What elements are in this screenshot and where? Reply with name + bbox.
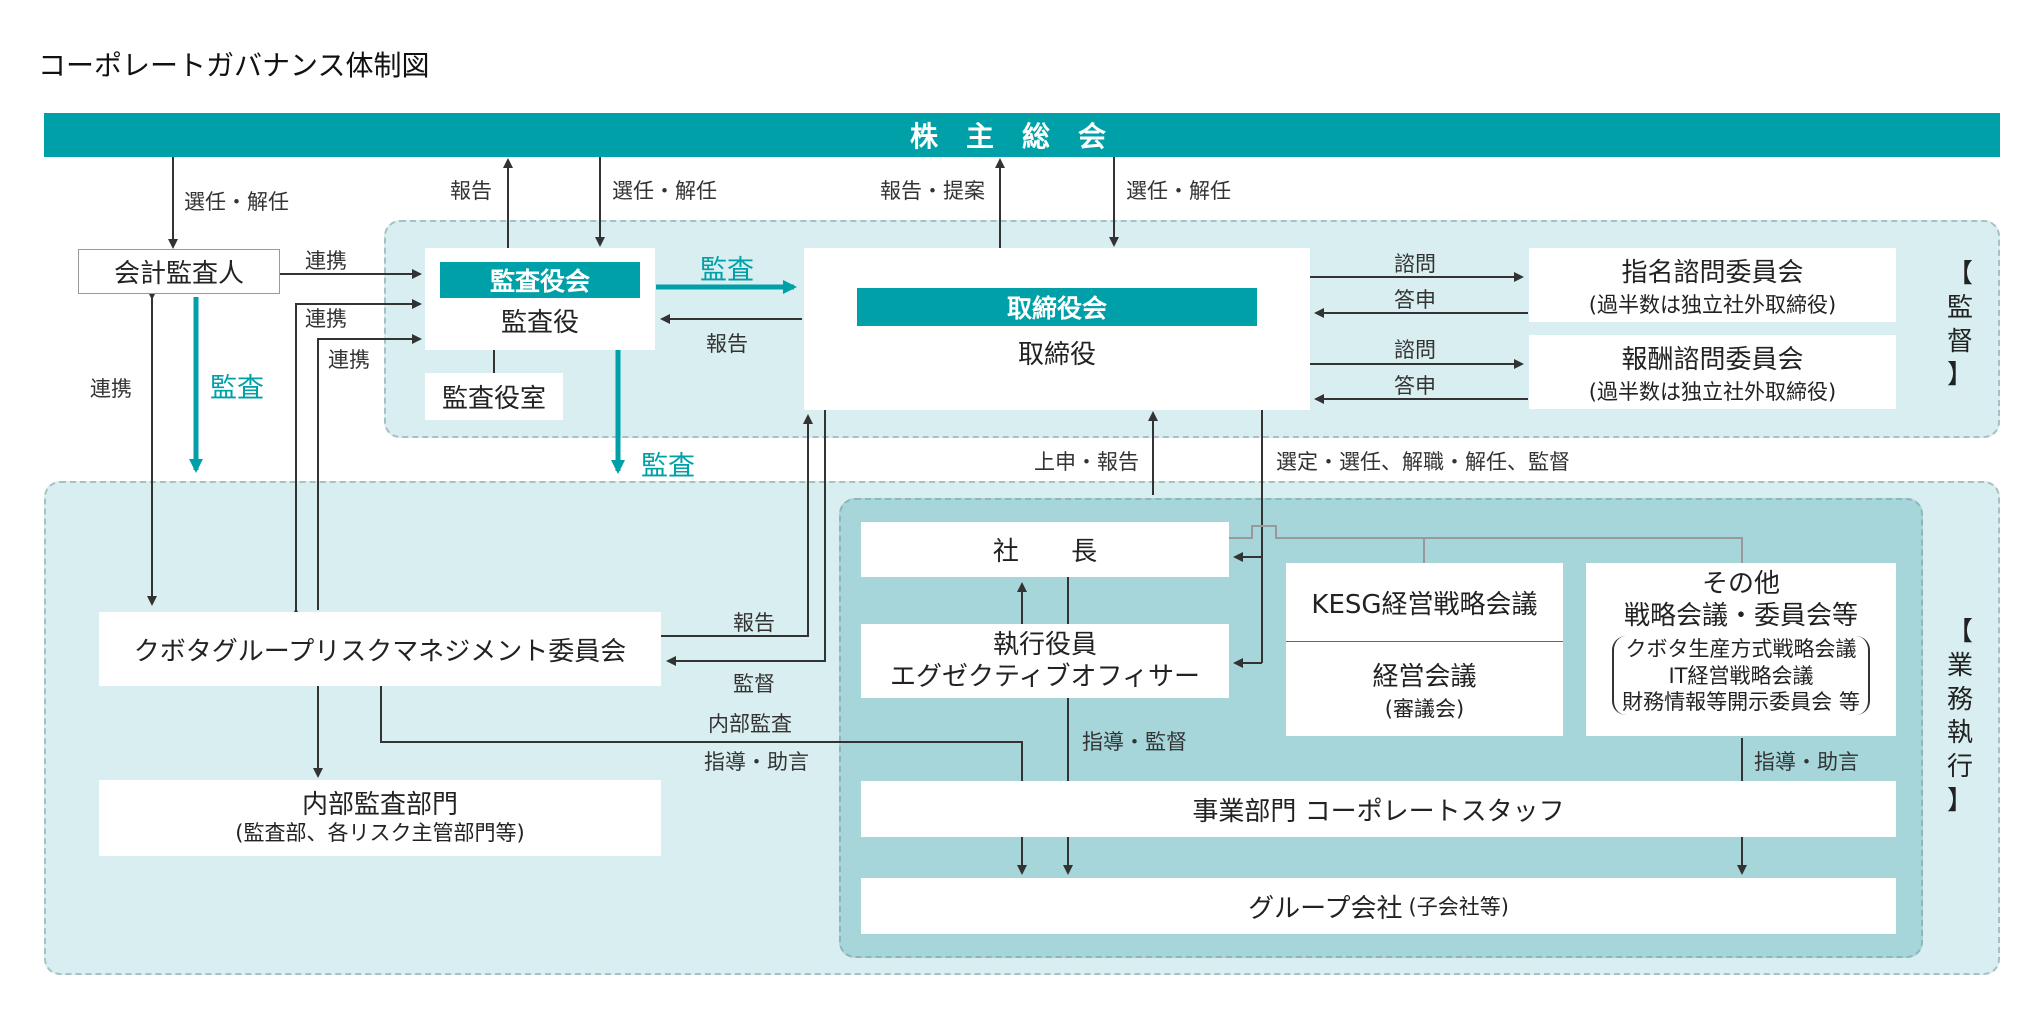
- nomination-note: (過半数は独立社外取締役): [1588, 292, 1837, 317]
- others-sub1: クボタ生産方式戦略会議: [1625, 637, 1857, 662]
- others-sub3: 財務情報等開示委員会 等: [1622, 689, 1860, 714]
- supervision-side-char: 【: [1946, 259, 1973, 289]
- executive-officer-box: 執行役員 エグゼクティブオフィサー: [861, 624, 1229, 698]
- execution-side-char: 【: [1946, 617, 1973, 647]
- execution-side-label: 【 業 務 執 行 】: [1940, 616, 1980, 819]
- board-member: 取締役: [1017, 340, 1096, 370]
- others-line2: 戦略会議・委員会等: [1623, 600, 1858, 631]
- appoint-dismiss-label-1: 選任・解任: [184, 190, 289, 214]
- consult-label-2: 諮問: [1394, 338, 1436, 362]
- appoint-dismiss-label-2: 選任・解任: [612, 179, 717, 203]
- executive-line2: エグゼクティブオフィサー: [890, 662, 1200, 692]
- accounting-auditor-box: 会計監査人: [78, 249, 280, 294]
- execution-side-char: 】: [1946, 785, 1973, 816]
- report-proposal-label: 報告・提案: [880, 179, 985, 203]
- audit-office-box: 監査役室: [425, 373, 563, 420]
- nomination-committee-box: 指名諮問委員会 (過半数は独立社外取締役): [1529, 248, 1896, 322]
- group-companies-note: (子会社等): [1408, 895, 1509, 919]
- internal-audit-box: 内部監査部門 (監査部、各リスク主管部門等): [99, 780, 661, 856]
- select-appoint-label: 選定・選任、解職・解任、監督: [1276, 450, 1570, 474]
- internal-audit-connector-label: 内部監査: [708, 712, 792, 736]
- coop-label-3: 連携: [328, 348, 370, 372]
- coop-label-2: 連携: [305, 307, 347, 331]
- audit-label-2: 監査: [700, 255, 754, 286]
- others-sublist: クボタ生産方式戦略会議 IT経営戦略会議 財務情報等開示委員会 等: [1612, 636, 1870, 716]
- president-box: 社 長: [861, 522, 1229, 577]
- business-units-box: 事業部門 コーポレートスタッフ: [861, 781, 1896, 837]
- report-label-1: 報告: [450, 179, 492, 203]
- group-companies-label: グループ会社: [1248, 893, 1403, 924]
- report-label-3: 報告: [733, 611, 775, 635]
- execution-side-char: 行: [1946, 752, 1973, 783]
- management-meeting-label: 経営会議: [1372, 662, 1477, 692]
- internal-audit-note: (監査部、各リスク主管部門等): [235, 821, 525, 845]
- guidance-advice-label-2: 指導・助言: [1754, 750, 1859, 774]
- internal-audit-label: 内部監査部門: [301, 789, 458, 820]
- compensation-note: (過半数は独立社外取締役): [1588, 379, 1837, 404]
- others-sub2: IT経営戦略会議: [1668, 663, 1814, 688]
- audit-board-box: 監査役会 監査役: [425, 248, 655, 350]
- other-meetings-box: その他 戦略会議・委員会等 クボタ生産方式戦略会議 IT経営戦略会議 財務情報等…: [1586, 563, 1896, 736]
- execution-side-char: 執: [1946, 718, 1973, 749]
- nomination-committee-label: 指名諮問委員会: [1621, 257, 1804, 288]
- page-title: コーポレートガバナンス体制図: [38, 49, 430, 82]
- risk-committee-box: クボタグループリスクマネジメント委員会: [99, 612, 661, 686]
- audit-label-1: 監査: [210, 373, 264, 404]
- board-header: 取締役会: [857, 288, 1257, 326]
- audit-board-member: 監査役: [500, 308, 579, 338]
- accounting-auditor-label: 会計監査人: [113, 259, 244, 289]
- kesg-box: KESG経営戦略会議 経営会議 (審議会): [1286, 563, 1563, 736]
- business-units-label: 事業部門 コーポレートスタッフ: [1192, 796, 1565, 827]
- consult-label-1: 諮問: [1394, 252, 1436, 276]
- others-line1: その他: [1701, 569, 1780, 599]
- audit-label-3: 監査: [641, 451, 695, 482]
- supervision-side-char: 監: [1946, 292, 1973, 323]
- compensation-committee-label: 報酬諮問委員会: [1621, 344, 1804, 375]
- execution-side-char: 業: [1946, 650, 1973, 681]
- report-label-2: 報告: [706, 332, 748, 356]
- kesg-divider: [1286, 641, 1563, 642]
- executive-line1: 執行役員: [992, 629, 1097, 660]
- guidance-supervise-label: 指導・監督: [1082, 730, 1187, 754]
- coop-label-1: 連携: [305, 249, 347, 273]
- kesg-label: KESG経営戦略会議: [1311, 589, 1538, 620]
- board-box: 取締役会 取締役: [804, 248, 1310, 410]
- risk-committee-label: クボタグループリスクマネジメント委員会: [133, 636, 627, 667]
- supervision-side-char: 】: [1946, 360, 1973, 391]
- audit-board-header: 監査役会: [440, 262, 640, 298]
- coop-label-4: 連携: [90, 377, 132, 401]
- supervise-label-1: 監督: [733, 672, 775, 696]
- supervision-side-label: 【 監 督 】: [1940, 258, 1980, 393]
- reply-label-1: 答申: [1394, 288, 1436, 312]
- management-note: (審議会): [1384, 697, 1465, 721]
- compensation-committee-box: 報酬諮問委員会 (過半数は独立社外取締役): [1529, 335, 1896, 409]
- audit-office-label: 監査役室: [441, 384, 546, 414]
- supervision-side-char: 督: [1946, 326, 1973, 357]
- group-companies-box: グループ会社 (子会社等): [861, 878, 1896, 934]
- proposal-report-label: 上申・報告: [1034, 450, 1139, 474]
- appoint-dismiss-label-3: 選任・解任: [1126, 179, 1231, 203]
- guidance-advice-label-1: 指導・助言: [704, 750, 809, 774]
- president-label: 社 長: [992, 537, 1120, 567]
- reply-label-2: 答申: [1394, 374, 1436, 398]
- execution-side-char: 務: [1946, 684, 1973, 715]
- shareholders-meeting-bar: 株主総会: [44, 113, 2000, 157]
